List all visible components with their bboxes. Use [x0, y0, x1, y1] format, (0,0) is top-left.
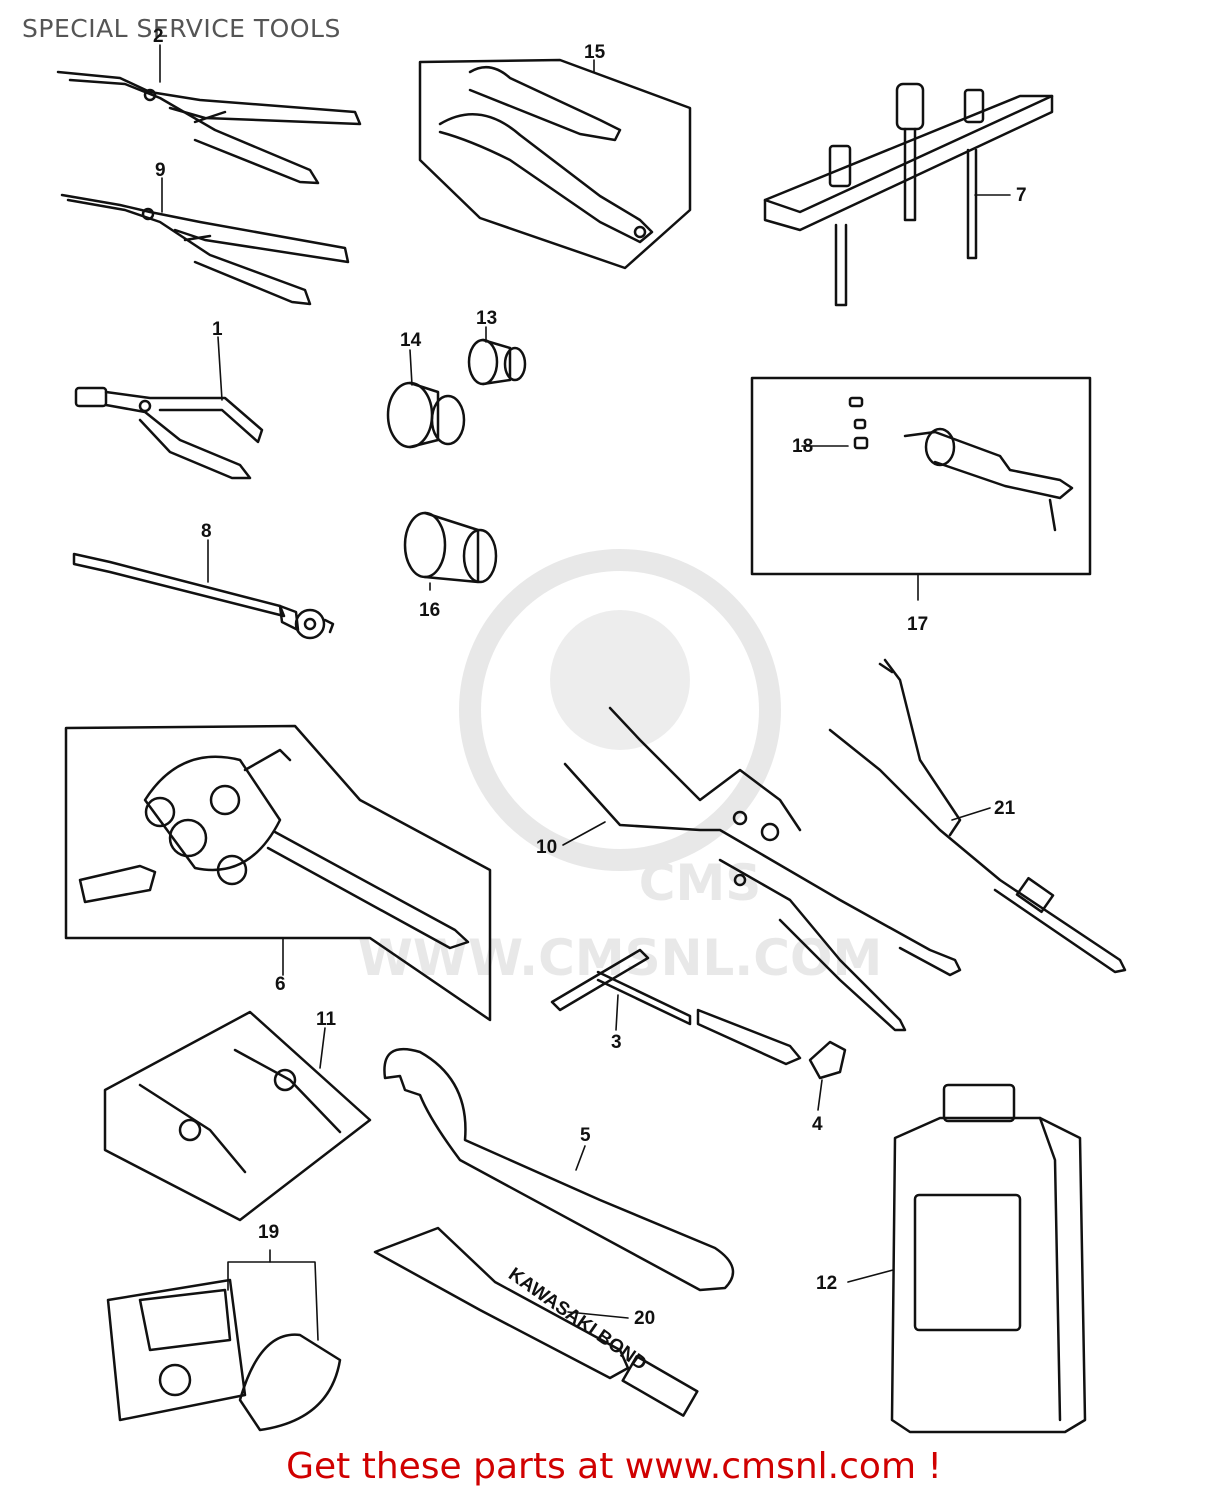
tool-21-holder: [828, 658, 1127, 974]
footer-link[interactable]: Get these parts at www.cmsnl.com !: [286, 1446, 942, 1487]
tool-5-hook-wrench: [383, 1047, 735, 1292]
tool-6-flywheel-puller: [64, 724, 492, 1022]
tool-7-puller: [763, 82, 1054, 307]
tool-12-bottle: [890, 1083, 1087, 1434]
tool-2-snap-ring-pliers: [56, 70, 362, 185]
callout-16: 16: [419, 600, 440, 621]
callout-21: 21: [994, 798, 1016, 819]
tool-17-kit-box: [750, 376, 1092, 576]
callout-2: 2: [153, 26, 164, 47]
tool-18-part-c: [853, 436, 869, 450]
leader-lines: [159, 44, 1011, 1341]
tools-diagram: CMS WWW.CMSNL.COM: [56, 26, 1127, 1434]
tool-14-attachment: [386, 381, 466, 449]
callout-15: 15: [584, 42, 606, 63]
watermark-logo-text: CMS: [639, 854, 761, 912]
tool-19-multimeter: [106, 1278, 342, 1432]
callout-1: 1: [212, 319, 223, 340]
callout-14: 14: [400, 330, 422, 351]
tool-15-wrench-set: [418, 58, 692, 270]
watermark-logo-face: [550, 610, 690, 750]
tool-18-part-b: [853, 418, 867, 430]
callout-4: 4: [812, 1114, 823, 1135]
callout-10: 10: [536, 837, 557, 858]
callout-9: 9: [155, 160, 166, 181]
tool-18-part-a: [848, 396, 864, 408]
callout-20: 20: [634, 1308, 655, 1329]
callout-13: 13: [476, 308, 497, 329]
callout-5: 5: [580, 1125, 591, 1146]
tool-11-parts-board: [103, 1010, 372, 1222]
watermark-url: WWW.CMSNL.COM: [358, 929, 883, 987]
watermark-logo-ring: [459, 549, 781, 871]
callout-17: 17: [907, 614, 928, 635]
tool-3-t-handle: [550, 948, 802, 1066]
callout-7: 7: [1016, 185, 1027, 206]
callout-11: 11: [316, 1009, 337, 1030]
callout-19: 19: [258, 1222, 279, 1243]
tool-13-attachment: [467, 338, 527, 386]
callout-3: 3: [611, 1032, 622, 1053]
tool-1-pliers: [74, 386, 264, 480]
bond-label: KAWASAKI BOND: [504, 1264, 650, 1375]
tool-10-locking-pliers: [563, 706, 962, 1032]
callout-6: 6: [275, 974, 286, 995]
tool-9-pliers: [60, 193, 350, 306]
callout-12: 12: [816, 1273, 837, 1294]
tool-4-cap: [808, 1040, 847, 1080]
callout-8: 8: [201, 521, 212, 542]
tool-20-bond-tube: [373, 1226, 699, 1417]
tool-16-attachment: [403, 511, 498, 584]
callout-18: 18: [792, 436, 813, 457]
page-title: SPECIAL SERVICE TOOLS: [22, 14, 341, 43]
watermark: CMS WWW.CMSNL.COM: [358, 549, 883, 987]
tool-8-rod: [72, 552, 335, 640]
